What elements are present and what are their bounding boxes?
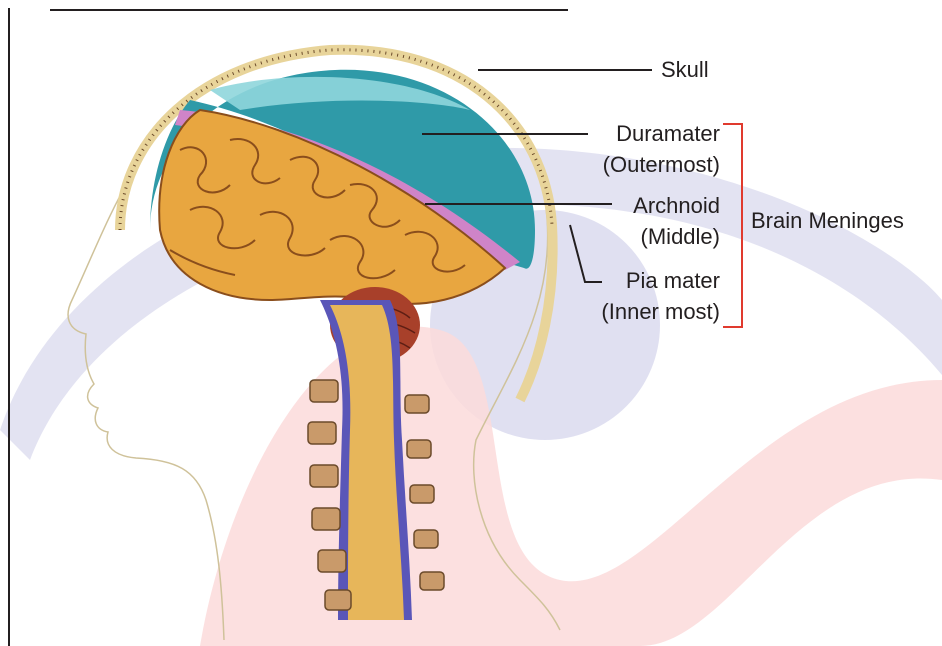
archnoid-label: Archnoid: [560, 193, 720, 219]
brain-meninges-label: Brain Meninges: [751, 208, 904, 234]
duramater-note: (Outermost): [560, 152, 720, 178]
pia-mater-label: Pia mater: [560, 268, 720, 294]
skull-label: Skull: [661, 57, 709, 83]
duramater-label: Duramater: [560, 121, 720, 147]
archnoid-note: (Middle): [560, 224, 720, 250]
pia-mater-note: (Inner most): [560, 299, 720, 325]
